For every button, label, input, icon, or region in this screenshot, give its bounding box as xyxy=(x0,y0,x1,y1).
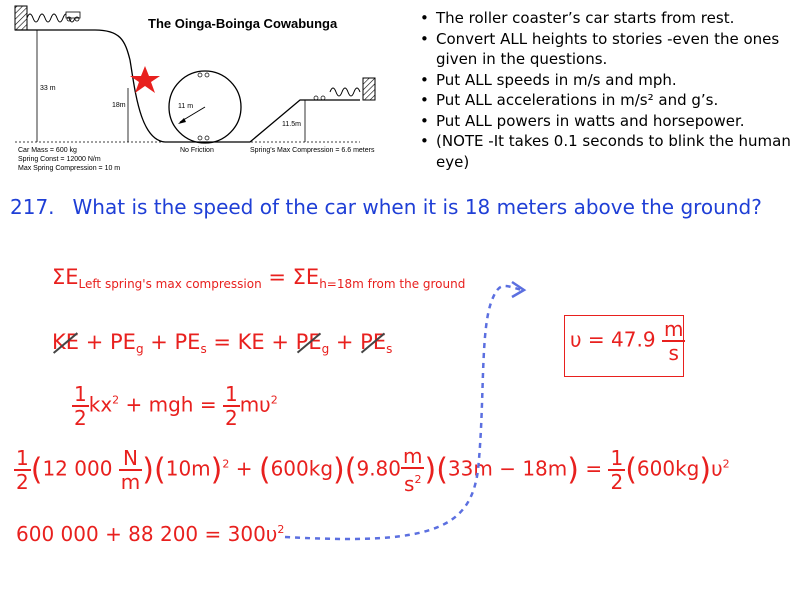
line4-m: 600kg xyxy=(270,456,334,481)
line1-left-sub: Left spring's max compression xyxy=(78,277,262,291)
note-item: Put ALL accelerations in m/s² and g’s. xyxy=(420,90,798,111)
right-compression-label: Spring's Max Compression = 6.6 meters xyxy=(250,147,375,154)
track xyxy=(15,29,360,143)
line5-text: 600 000 + 88 200 = 300υ xyxy=(16,522,278,546)
notes-list: The roller coaster’s car starts from res… xyxy=(420,8,798,172)
line4-dh: 33m − 18m xyxy=(447,456,568,481)
note-item: (NOTE -It takes 0.1 seconds to blink the… xyxy=(420,131,798,172)
answer-unit-den: s xyxy=(668,341,679,365)
car-right xyxy=(313,95,326,101)
question-text: What is the speed of the car when it is … xyxy=(72,195,762,219)
car-loop-top xyxy=(197,72,210,78)
loop-radius-label: 11 m xyxy=(178,103,193,110)
answer-value: υ = 47.9 xyxy=(570,327,656,352)
no-friction-label: No Friction xyxy=(180,147,214,154)
height-11-label: 11.5m xyxy=(282,121,301,128)
car-loop-bottom xyxy=(197,135,210,141)
answer-unit-num: m xyxy=(661,317,686,342)
max-compression-label: Max Spring Compression = 10 m xyxy=(18,165,120,172)
note-item: The roller coaster’s car starts from res… xyxy=(420,8,798,29)
line4-x: 10m xyxy=(165,456,211,481)
right-wall xyxy=(362,77,376,101)
answer-box xyxy=(564,315,684,377)
question-number: 217. xyxy=(10,195,55,219)
diagram-title: The Oinga-Boinga Cowabunga xyxy=(148,16,338,31)
height-33-label: 33 m xyxy=(40,85,56,92)
note-item: Put ALL speeds in m/s and mph. xyxy=(420,70,798,91)
line1-right-sub: h=18m from the ground xyxy=(319,277,466,291)
equation-line-1: ΣELeft spring's max compression = ΣEh=18… xyxy=(52,265,466,291)
line4-g: 9.80 xyxy=(356,456,401,481)
equation-line-2: KE + PEg + PEs = KE + PEg + PEs xyxy=(52,330,393,356)
note-item: Convert ALL heights to stories -even the… xyxy=(420,29,798,70)
star-marker xyxy=(130,66,160,93)
height-18-label: 18m xyxy=(112,102,126,109)
right-spring xyxy=(329,87,361,97)
line4-k: 12 000 xyxy=(42,456,113,481)
loop xyxy=(168,70,242,144)
spring-const-label: Spring Const = 12000 N/m xyxy=(18,156,101,163)
question: 217. What is the speed of the car when it… xyxy=(10,193,790,221)
line4-m2: 600kg xyxy=(636,456,700,481)
car-mass-label: Car Mass = 600 kg xyxy=(18,147,77,154)
equation-line-5: 600 000 + 88 200 = 300υ2 xyxy=(16,522,285,546)
left-wall xyxy=(14,5,28,31)
note-item: Put ALL powers in watts and horsepower. xyxy=(420,111,798,132)
roller-coaster-diagram: 11 m 33 m 18m 11.5m The Oinga-Boinga Cow… xyxy=(14,5,376,172)
car-left xyxy=(65,11,81,22)
